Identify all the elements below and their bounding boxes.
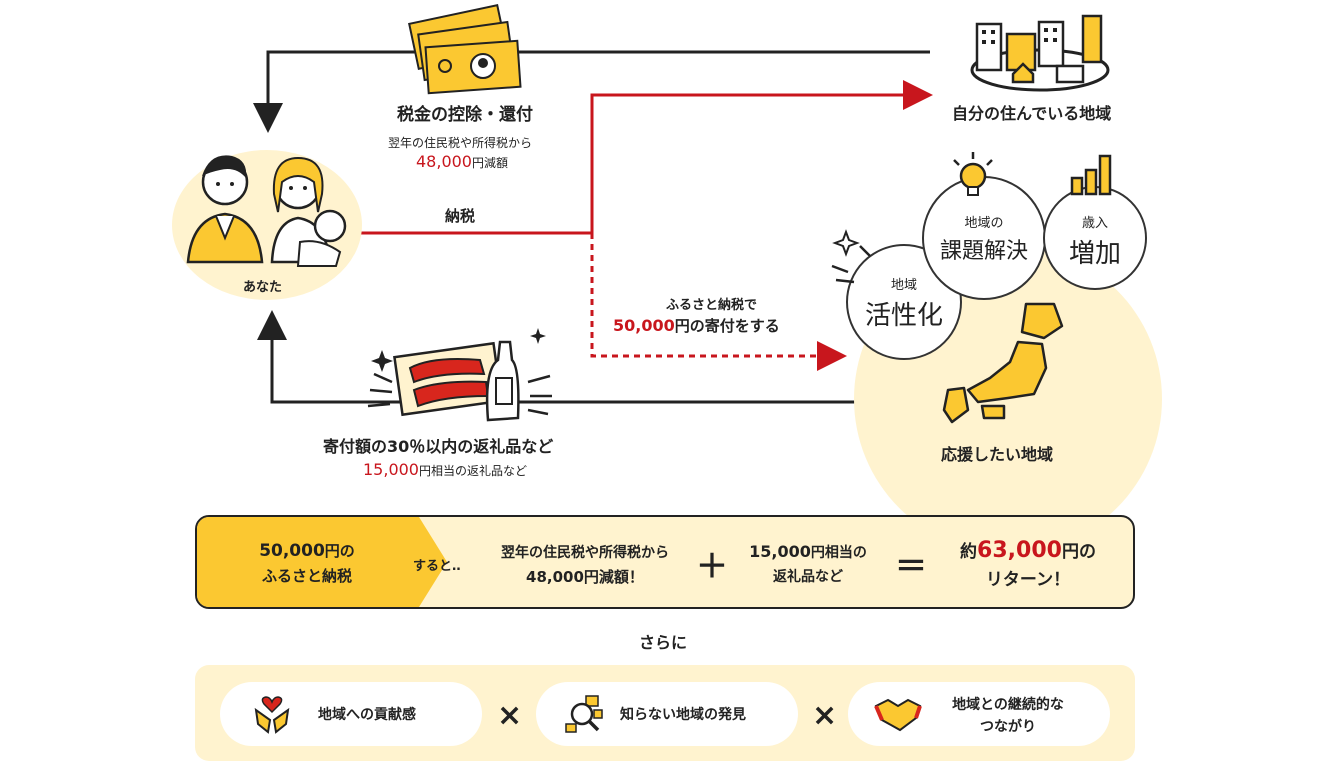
tax-refund-title: 税金の控除・還付 <box>397 105 533 125</box>
bubble-issue-solving: 地域の 課題解決 <box>922 176 1046 300</box>
bubble-revenue: 歳入 増加 <box>1043 186 1147 290</box>
benefit-connection-label: 地域との継続的な つながり <box>938 694 1078 736</box>
refund-arrow <box>253 50 930 133</box>
benefit-connection-line2: つながり <box>980 719 1036 735</box>
sparkle-icon <box>831 229 871 284</box>
gift-arrow <box>257 310 855 404</box>
bubble-revitalize-big: 活性化 <box>864 301 943 331</box>
summary-gift-unit: 円相当の <box>810 545 867 561</box>
summary-gift-line2: 返礼品など <box>773 569 843 585</box>
benefit-connection: 地域との継続的な つながり <box>848 682 1110 746</box>
summary-left: 50,000円の ふるさと納税 <box>232 540 382 586</box>
times-1: × <box>497 698 523 733</box>
benefit-contribution: 地域への貢献感 <box>220 682 482 746</box>
summary-left-line2: ふるさと納税 <box>261 567 352 585</box>
bubble-issue-big: 課題解決 <box>939 239 1028 264</box>
summary-then: すると‥ <box>413 559 461 574</box>
gift-suffix: 円相当の返礼品など <box>418 464 527 478</box>
magnifier-map-icon <box>565 695 603 733</box>
summary-mid-line1: 翌年の住民税や所得税から <box>501 545 669 561</box>
summary-gift: 15,000円相当の 返礼品など <box>738 542 878 586</box>
tax-arrow <box>358 80 933 235</box>
summary-result-line2: リターン！ <box>985 570 1071 590</box>
bubble-revenue-big: 増加 <box>1068 239 1121 269</box>
summary-result-suffix: 円の <box>1061 542 1096 562</box>
benefit-connection-line1: 地域との継続的な <box>952 697 1064 713</box>
you-label: あなた <box>243 280 283 295</box>
tax-refund-amount: 48,000 <box>416 152 472 171</box>
support-region-label: 応援したい地域 <box>941 445 1054 464</box>
lightbulb-icon <box>953 152 993 196</box>
summary-gift-amount: 15,000 <box>749 542 811 561</box>
summary-left-amount: 50,000 <box>259 541 325 561</box>
gift-amount-line: 15,000円相当の返礼品など <box>363 460 527 479</box>
heart-hands-icon <box>254 696 290 734</box>
donation-line2: 50,000円の寄付をする <box>613 315 780 336</box>
benefit-discovery: 知らない地域の発見 <box>536 682 798 746</box>
summary-mid: 翌年の住民税や所得税から 48,000円減額！ <box>480 542 690 587</box>
bar-growth-icon <box>1070 154 1112 196</box>
home-region-label: 自分の住んでいる地域 <box>952 104 1112 123</box>
benefit-contribution-label: 地域への貢献感 <box>318 707 416 723</box>
money-bills-icon <box>408 3 522 95</box>
family-illustration <box>186 155 347 267</box>
summary-result-amount: 63,000 <box>977 538 1062 563</box>
gift-amount: 15,000 <box>363 460 419 479</box>
summary-plus: ＋ <box>696 547 729 585</box>
summary-result-prefix: 約 <box>960 542 978 562</box>
donation-suffix: 円の寄付をする <box>674 317 780 335</box>
summary-result: 約63,000円の リターン！ <box>948 537 1108 590</box>
tax-refund-suffix: 円減額 <box>471 156 508 170</box>
tax-payment-label: 納税 <box>445 207 476 225</box>
gift-meat-sake-icon <box>367 328 552 422</box>
summary-left-unit: 円の <box>324 542 355 560</box>
japan-map-icon <box>942 302 1064 424</box>
bubble-revenue-small: 歳入 <box>1081 216 1108 231</box>
summary-mid-line2: 48,000円減額！ <box>526 568 644 586</box>
gift-title: 寄付額の30％以内の返礼品など <box>323 437 554 456</box>
summary-left-arrow-shape <box>197 517 447 607</box>
tax-refund-line1: 翌年の住民税や所得税から <box>388 136 533 150</box>
bubble-issue-small: 地域の <box>964 216 1004 231</box>
town-icon <box>970 14 1110 92</box>
furthermore-label: さらに <box>639 633 688 652</box>
handshake-icon <box>874 698 922 732</box>
bubble-revitalize-small: 地域 <box>890 278 917 293</box>
donation-amount: 50,000 <box>613 316 675 335</box>
summary-bar <box>195 515 1135 609</box>
benefit-discovery-label: 知らない地域の発見 <box>620 707 746 723</box>
donation-line1: ふるさと納税で <box>666 298 758 313</box>
summary-equals: ＝ <box>895 547 928 585</box>
times-2: × <box>812 698 838 733</box>
donation-arrow <box>590 233 847 371</box>
tax-refund-amount-line: 48,000円減額 <box>416 152 508 171</box>
